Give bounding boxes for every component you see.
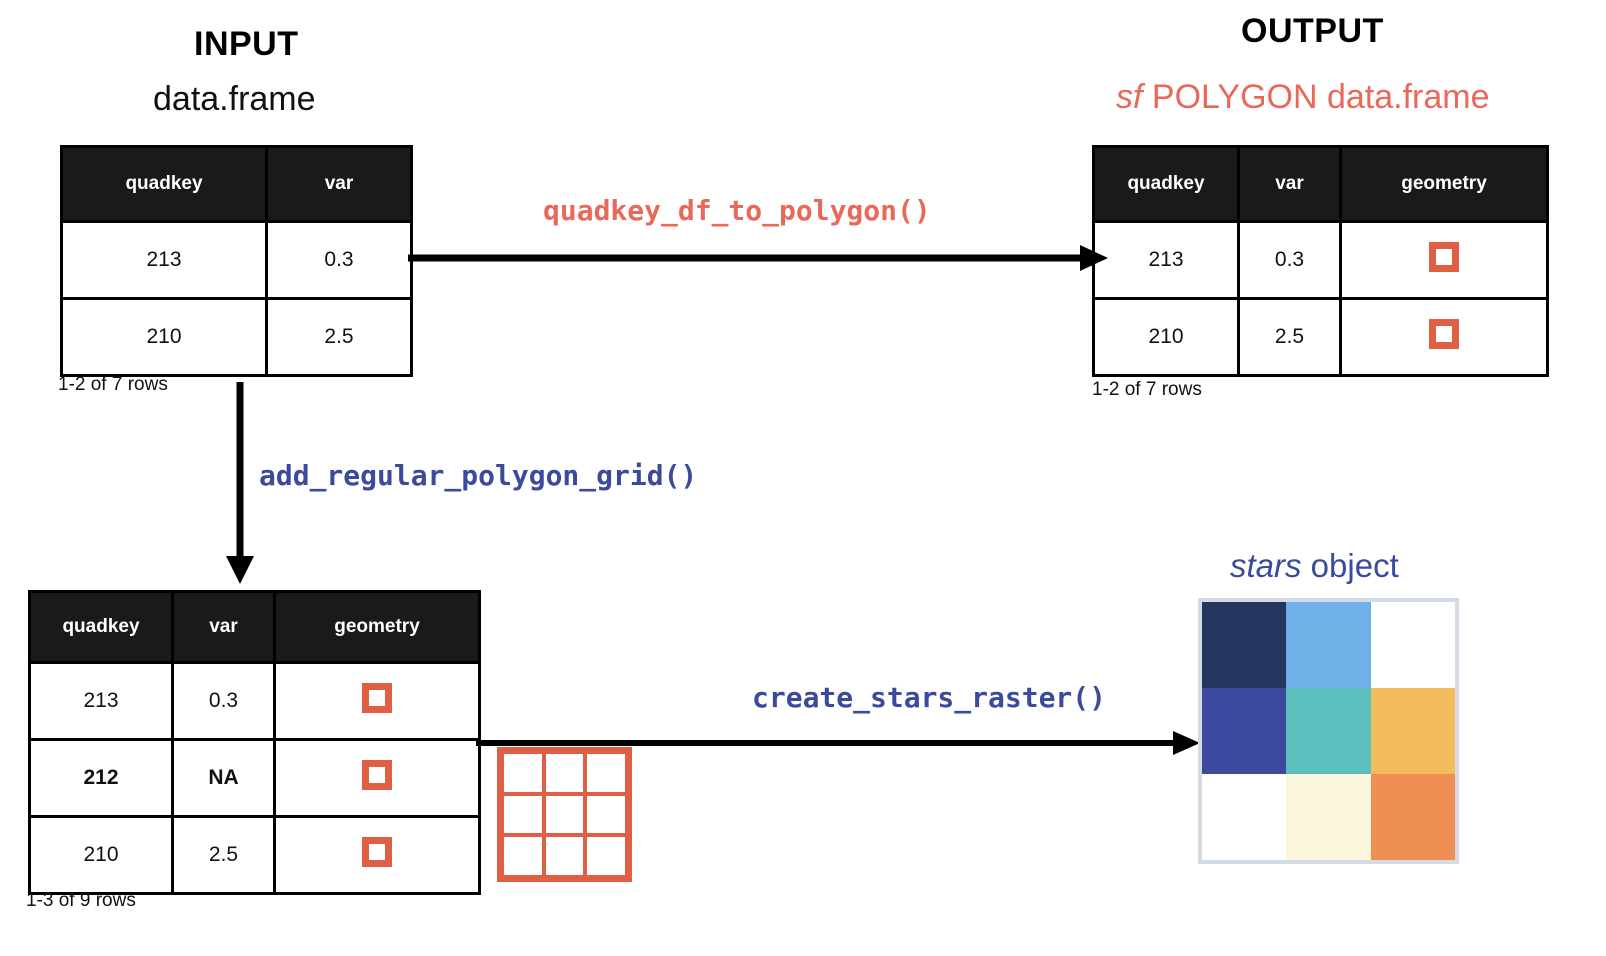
raster-cell-r1c0 — [1202, 688, 1287, 774]
fn-create-stars-raster: create_stars_raster() — [752, 681, 1107, 714]
raster-cell-r2c0 — [1202, 774, 1287, 860]
table-header-row: quadkey var — [60, 145, 413, 223]
fn-add-regular-polygon-grid: add_regular_polygon_grid() — [259, 459, 698, 492]
table-header-row: quadkey var geometry — [28, 590, 481, 664]
column-header-quadkey: quadkey — [1092, 145, 1240, 223]
output-table-caption: 1-2 of 7 rows — [1092, 379, 1202, 400]
raster-cell-r0c0 — [1202, 602, 1287, 688]
output-subtitle: sf POLYGON data.frame — [1116, 78, 1490, 117]
table-row: 210 2.5 — [60, 297, 413, 377]
stars-object-label: stars object — [1230, 547, 1399, 585]
output-table: quadkey var geometry 213 0.3 210 2.5 — [1092, 145, 1549, 377]
stars-label-italic: stars — [1230, 547, 1302, 584]
raster-cell-r0c1 — [1286, 602, 1371, 688]
cell-geometry — [1339, 297, 1549, 377]
cell-var: 0.3 — [265, 220, 413, 300]
cell-quadkey: 213 — [60, 220, 268, 300]
input-table: quadkey var 213 0.3 210 2.5 — [60, 145, 413, 377]
polygon-grid-preview — [497, 747, 632, 882]
polygon-square-icon — [1429, 319, 1459, 349]
cell-quadkey: 210 — [28, 815, 174, 895]
cell-quadkey: 210 — [60, 297, 268, 377]
stars-raster — [1198, 598, 1459, 864]
cell-geometry — [273, 815, 481, 895]
cell-quadkey: 213 — [28, 661, 174, 741]
arrow-grid-table-to-stars — [476, 731, 1200, 755]
raster-cell-r0c2 — [1370, 602, 1455, 688]
column-header-var: var — [171, 590, 276, 664]
table-row: 210 2.5 — [28, 815, 481, 895]
raster-cell-r2c1 — [1286, 774, 1371, 860]
polygon-grid-table: quadkey var geometry 213 0.3 212 NA — [28, 590, 481, 895]
cell-geometry — [1339, 220, 1549, 300]
fn-quadkey-df-to-polygon: quadkey_df_to_polygon() — [543, 194, 931, 227]
table-row: 213 0.3 — [60, 220, 413, 300]
output-subtitle-sf: sf — [1116, 78, 1143, 116]
output-title: OUTPUT — [1241, 12, 1384, 50]
table-row: 212 NA — [28, 738, 481, 818]
grid-cell — [585, 835, 627, 877]
grid-cell — [585, 752, 627, 794]
polygon-square-icon — [362, 683, 392, 713]
arrow-input-to-output — [408, 245, 1108, 271]
grid-cell — [543, 793, 586, 836]
input-subtitle: data.frame — [153, 80, 316, 118]
raster-cell-r1c2 — [1370, 688, 1455, 774]
cell-var: NA — [171, 738, 276, 818]
stars-label-rest: object — [1301, 547, 1399, 584]
output-subtitle-rest: POLYGON data.frame — [1142, 78, 1490, 116]
grid-cell — [502, 793, 544, 836]
cell-var: 2.5 — [265, 297, 413, 377]
input-title: INPUT — [194, 25, 299, 63]
column-header-quadkey: quadkey — [28, 590, 174, 664]
polygon-square-icon — [362, 760, 392, 790]
grid-cell — [543, 752, 586, 794]
input-table-caption: 1-2 of 7 rows — [58, 374, 168, 395]
grid-cell — [543, 835, 586, 877]
raster-cell-r1c1 — [1286, 688, 1371, 774]
cell-quadkey: 213 — [1092, 220, 1240, 300]
cell-var: 0.3 — [171, 661, 276, 741]
column-header-var: var — [265, 145, 413, 223]
table-row: 213 0.3 — [1092, 220, 1549, 300]
grid-cell — [502, 835, 544, 877]
cell-geometry — [273, 661, 481, 741]
polygon-square-icon — [362, 837, 392, 867]
cell-geometry — [273, 738, 481, 818]
table-row: 210 2.5 — [1092, 297, 1549, 377]
column-header-geometry: geometry — [273, 590, 481, 664]
cell-var: 2.5 — [1237, 297, 1342, 377]
raster-cell-r2c2 — [1370, 774, 1455, 860]
cell-var: 0.3 — [1237, 220, 1342, 300]
column-header-geometry: geometry — [1339, 145, 1549, 223]
cell-var: 2.5 — [171, 815, 276, 895]
grid-cell — [502, 752, 544, 794]
table-header-row: quadkey var geometry — [1092, 145, 1549, 223]
table-row: 213 0.3 — [28, 661, 481, 741]
grid-cell — [585, 793, 627, 836]
polygon-grid-table-caption: 1-3 of 9 rows — [26, 890, 136, 911]
arrow-input-to-grid-table — [226, 382, 254, 584]
polygon-square-icon — [1429, 242, 1459, 272]
column-header-quadkey: quadkey — [60, 145, 268, 223]
cell-quadkey: 212 — [28, 738, 174, 818]
column-header-var: var — [1237, 145, 1342, 223]
cell-quadkey: 210 — [1092, 297, 1240, 377]
